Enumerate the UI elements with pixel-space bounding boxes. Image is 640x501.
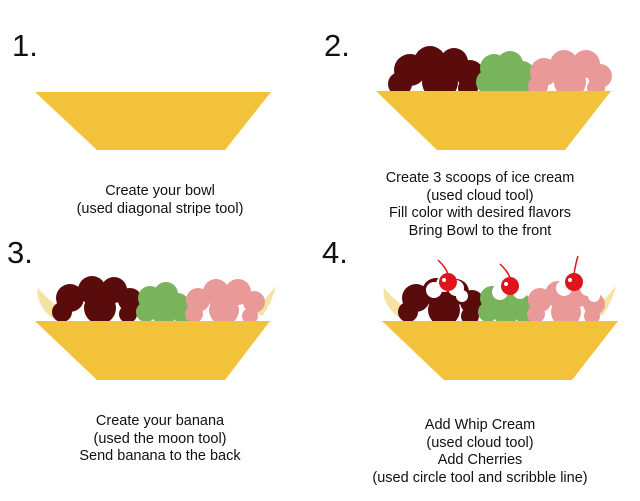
step-caption: Create 3 scoops of ice cream (used cloud… xyxy=(320,170,640,240)
bowl-shape xyxy=(382,321,618,380)
step-1: 1. Create your bowl (used diagonal strip… xyxy=(0,0,320,250)
step-caption: Add Whip Cream (used cloud tool) Add Che… xyxy=(320,417,640,487)
banana-split-illustration xyxy=(35,276,276,380)
caption-line: (used circle tool and scribble line) xyxy=(372,469,588,486)
ice-cream-bowl-illustration xyxy=(376,46,612,150)
cherry xyxy=(565,273,583,291)
cherry-shine xyxy=(568,278,572,282)
bowl-shape xyxy=(376,91,611,150)
step-4: 4. xyxy=(320,237,640,500)
caption-line: (used cloud tool) xyxy=(426,187,534,204)
caption-line: Add Whip Cream xyxy=(424,417,536,433)
caption-line: (used cloud tool) xyxy=(426,434,534,451)
chocolate-scoop xyxy=(52,276,142,324)
caption-line: Add Cherries xyxy=(437,452,523,468)
pistachio-scoop xyxy=(136,282,190,325)
bowl-illustration xyxy=(35,92,271,150)
cherry xyxy=(439,273,457,291)
caption-line: Create your banana xyxy=(95,413,225,429)
cherry-stem xyxy=(499,263,511,279)
cherry-3 xyxy=(565,255,583,291)
bowl-shape xyxy=(35,321,270,380)
cherry xyxy=(501,277,519,295)
strawberry-scoop xyxy=(527,281,605,327)
step-caption: Create your bowl (used diagonal stripe t… xyxy=(0,183,320,218)
strawberry-scoop xyxy=(185,279,265,325)
caption-line: Fill color with desired flavors xyxy=(388,205,572,221)
caption-line: Bring Bowl to the front xyxy=(408,222,552,239)
caption-line: Create your bowl xyxy=(105,183,215,199)
step-number: 3. xyxy=(7,235,33,270)
caption-line: Create 3 scoops of ice cream xyxy=(385,170,575,186)
cherry-stem xyxy=(437,259,449,275)
cherry-shine xyxy=(504,282,508,286)
step-number: 2. xyxy=(324,28,350,63)
pistachio-scoop xyxy=(476,51,535,99)
caption-line: Send banana to the back xyxy=(79,448,241,464)
cherry-shine xyxy=(442,278,446,282)
step-3: 3. Create your banana (used the moon too… xyxy=(0,237,320,500)
caption-line: (used diagonal stripe tool) xyxy=(76,200,244,217)
caption-line: (used the moon tool) xyxy=(93,430,227,447)
step-caption: Create your banana (used the moon tool) … xyxy=(0,413,320,466)
step-2: 2. Create 3 scoops of ice cream (used cl… xyxy=(320,0,640,250)
cherry-2 xyxy=(499,263,519,295)
step-number: 1. xyxy=(12,28,38,63)
bowl-shape xyxy=(35,92,271,150)
step-number: 4. xyxy=(322,235,348,270)
strawberry-scoop xyxy=(528,50,612,98)
finished-sundae-illustration xyxy=(382,255,618,380)
cherry-1 xyxy=(437,259,457,291)
cherry-stem xyxy=(573,255,579,275)
